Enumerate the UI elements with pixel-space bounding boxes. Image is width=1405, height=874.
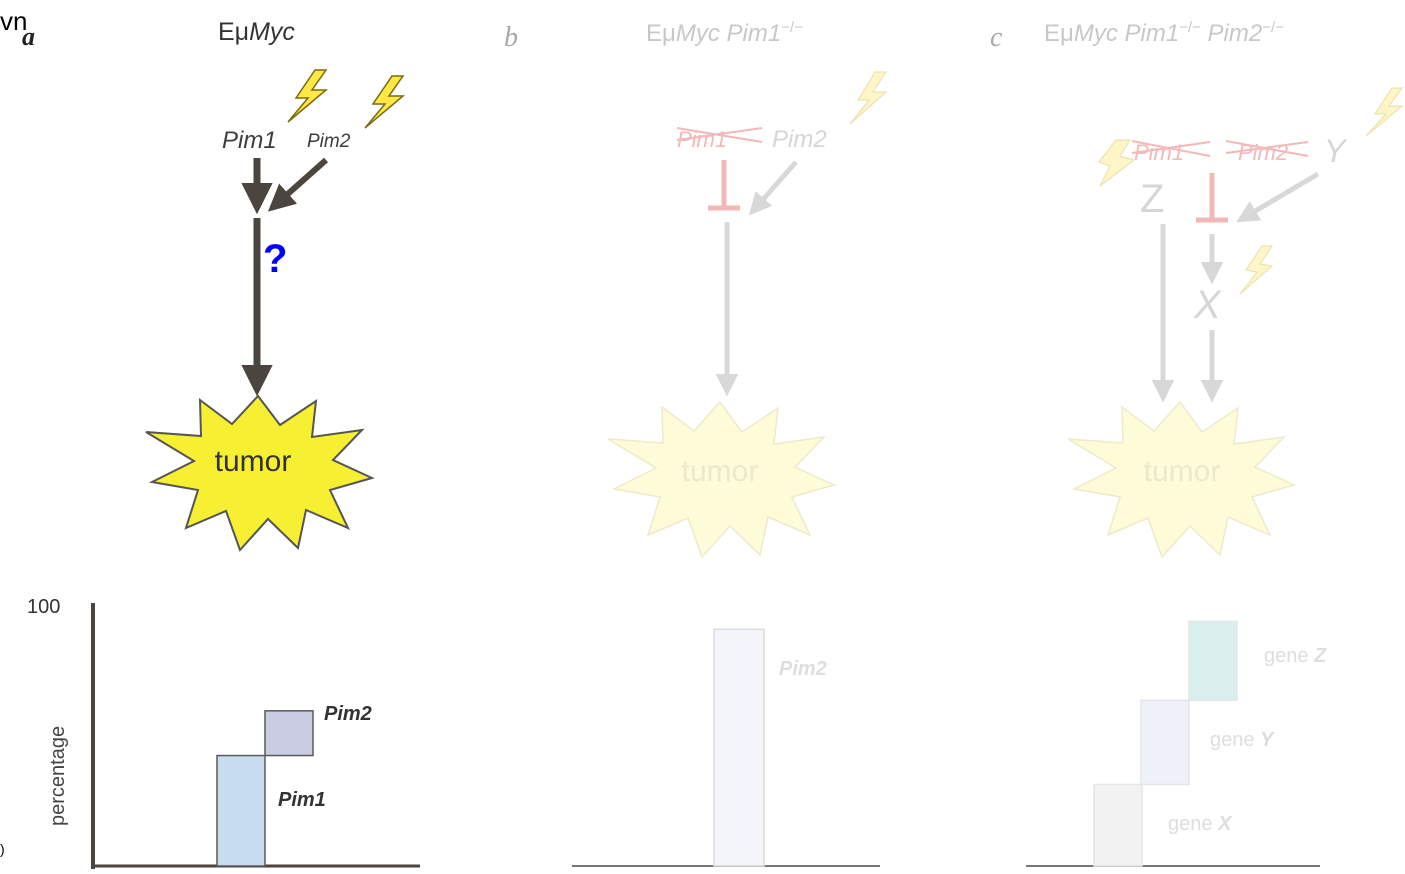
pim1-label: Pim1 [222, 127, 277, 154]
panel-c: c EμMyc Pim1−/− Pim2−/− Pim1 Pim2 Y Z X … [990, 19, 1404, 867]
bar-label-pim2: Pim2 [324, 703, 372, 725]
bars-panel-a [216, 710, 314, 867]
bar-label-pim2: Pim2 [779, 658, 827, 680]
tumor-starburst [145, 394, 375, 552]
bar-b-pim2 [713, 628, 765, 867]
pim2-label: Pim2 [772, 126, 827, 153]
tumor-label: tumor [682, 455, 759, 488]
bar-label-gene-x: gene X [1168, 813, 1233, 835]
bars-panel-c [1093, 620, 1238, 867]
pim2-arrow [749, 160, 798, 216]
panel-c-letter: c [990, 22, 1003, 53]
y-arrow [1236, 171, 1320, 223]
tumor-label: tumor [215, 445, 292, 478]
tumor-starburst [1067, 400, 1297, 559]
gene-x-label: X [1193, 283, 1222, 327]
bar-a-pim1 [216, 754, 266, 867]
tumor-starburst [607, 400, 837, 559]
gene-y-label: Y [1324, 133, 1348, 169]
bar-c-y [1140, 699, 1190, 786]
panel-a: a EμMyc Pim1 Pim2 ? tumor 100 percentage… [22, 18, 420, 869]
panel-b-genotype: EμMyc Pim1−/− [646, 19, 803, 47]
bar-label-gene-z: gene Z [1264, 645, 1327, 667]
lightning-bolt-icon [364, 75, 406, 129]
bar-c-x [1093, 783, 1143, 867]
bar-a-pim2 [264, 710, 314, 757]
corner-paren: ) [0, 841, 5, 857]
panel-b: b EμMyc Pim1−/− Pim1 Pim2 tumor Pim2 [504, 19, 888, 867]
panel-a-letter: a [22, 22, 35, 51]
lightning-bolt-icon [849, 71, 888, 125]
lightning-bolt-icon [1239, 245, 1274, 295]
bar-c-z [1188, 620, 1238, 702]
strike-line [676, 127, 763, 143]
strike-line [1131, 140, 1211, 157]
pim2-label: Pim2 [307, 131, 351, 152]
corner-text-fragment: vn [0, 6, 27, 36]
tumor-label: tumor [1144, 455, 1221, 488]
pim2-arrow [267, 157, 328, 212]
panel-b-letter: b [504, 22, 518, 53]
lightning-bolt-icon [1365, 87, 1404, 137]
question-mark: ? [263, 237, 287, 281]
bar-label-pim1: Pim1 [278, 789, 326, 811]
y-axis-label: percentage [47, 726, 69, 826]
bars-panel-b [713, 628, 765, 867]
panel-a-genotype: EμMyc [218, 18, 295, 46]
bar-label-gene-y: gene Y [1210, 729, 1275, 751]
lightning-bolt-icon [287, 69, 329, 123]
y-axis-top-label: 100 [27, 596, 60, 618]
strike-line [1225, 140, 1309, 157]
gene-z-label: Z [1140, 177, 1164, 221]
lightning-bolt-icon [1098, 139, 1136, 187]
panel-c-genotype: EμMyc Pim1−/− Pim2−/− [1044, 19, 1284, 47]
